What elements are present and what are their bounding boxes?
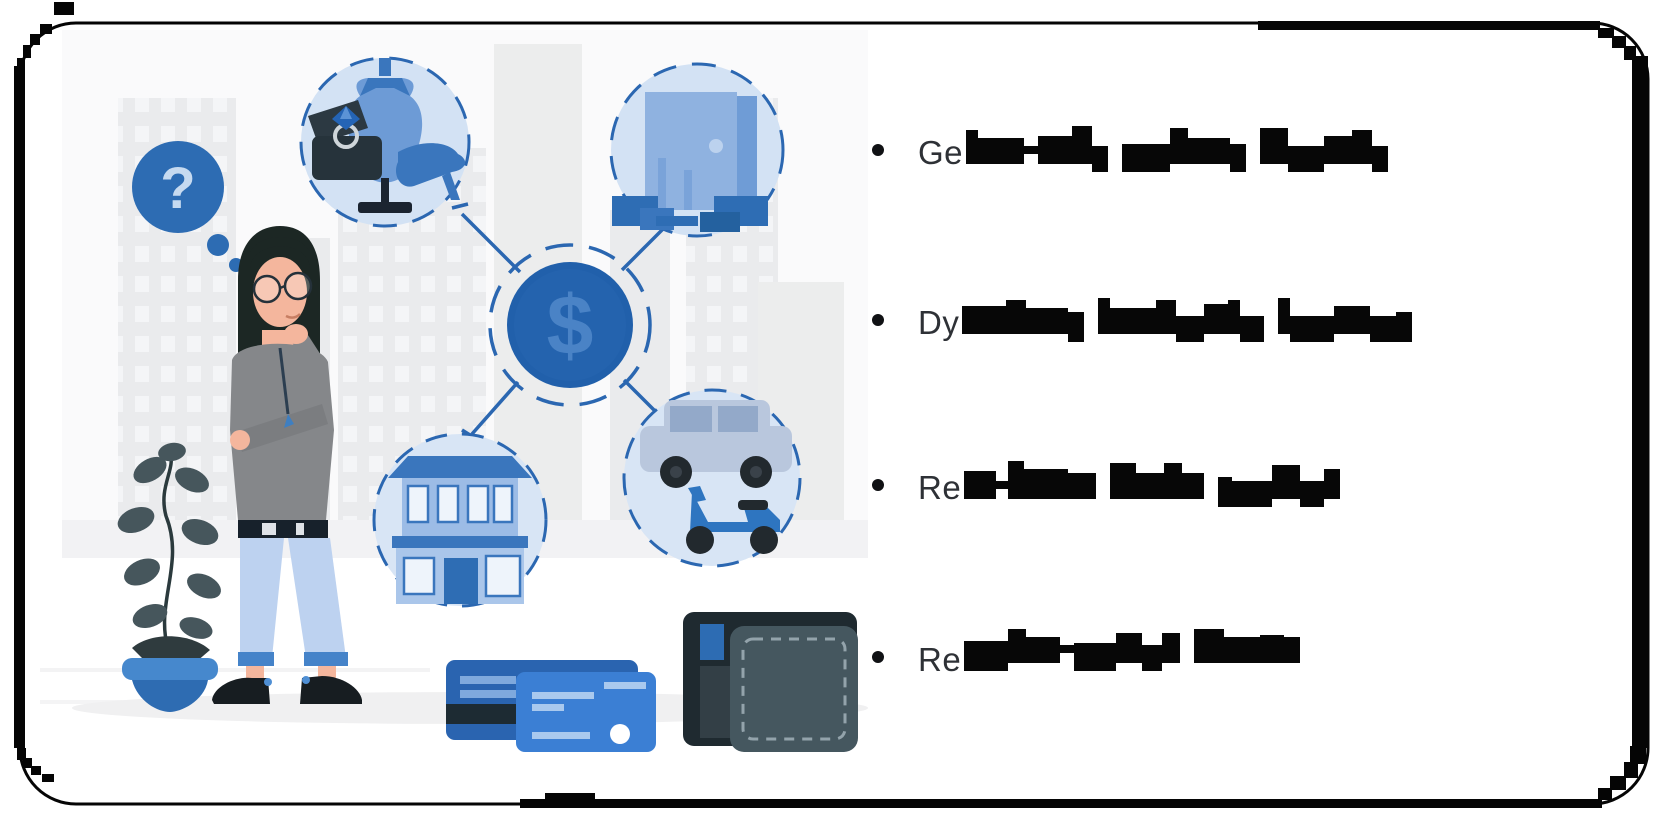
bullet-redaction — [962, 298, 1413, 342]
question-bubble-icon: ? — [132, 141, 243, 272]
bullet-item: Dy — [872, 298, 1413, 342]
bullet-text-prefix: Re — [918, 641, 962, 678]
credit-cards-icon — [446, 660, 656, 752]
svg-text:?: ? — [160, 156, 195, 221]
svg-text:$: $ — [547, 278, 594, 372]
wallet-icon — [683, 612, 858, 752]
dollar-coin-icon: $ — [488, 243, 652, 407]
bullet-text-prefix: Ge — [918, 134, 964, 171]
bullet-item: Ge — [872, 126, 1389, 172]
bullet-marker — [872, 651, 884, 663]
bullet-redaction — [966, 126, 1389, 172]
bullet-redaction — [964, 629, 1301, 671]
bullet-redaction — [964, 461, 1341, 507]
bullet-text-prefix: Dy — [918, 304, 960, 341]
card-frame — [14, 2, 1650, 808]
furniture-circle-icon — [609, 62, 785, 238]
fashion-circle-icon — [299, 56, 471, 228]
house-circle-icon — [372, 432, 548, 608]
bullet-marker — [872, 314, 884, 326]
thinking-person — [212, 226, 362, 704]
bullet-marker — [872, 144, 884, 156]
bullet-item: Re — [872, 461, 1341, 507]
bullet-item: Re — [872, 629, 1301, 679]
bullet-marker — [872, 479, 884, 491]
vehicles-circle-icon — [622, 388, 802, 568]
plant-icon — [117, 442, 221, 712]
bullet-text-prefix: Re — [918, 469, 962, 506]
